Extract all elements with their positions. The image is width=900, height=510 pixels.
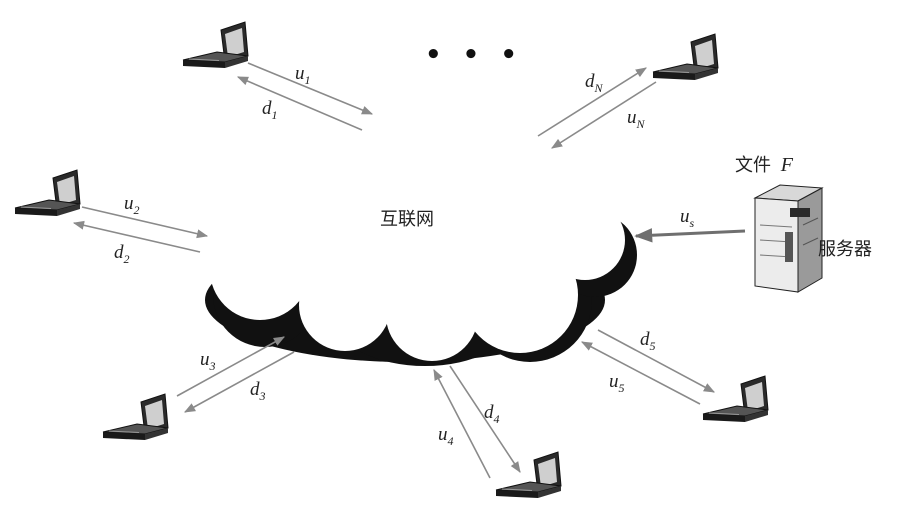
peer-1-upload-label: u1: [295, 63, 311, 87]
peer-5-download-label: d5: [640, 329, 656, 353]
peer-2-download-label: d2: [114, 242, 130, 266]
server-upload-arrow: [634, 228, 746, 243]
server-upload-label: us: [680, 206, 695, 230]
peer-4-upload-arrow: [433, 369, 491, 479]
peer-N-download-arrow: [551, 81, 657, 149]
peer-5-download-arrow: [597, 329, 715, 393]
peer-N-laptop-icon: [652, 33, 719, 81]
server-file-label: 文件 F: [735, 155, 793, 175]
peer-5-laptop-icon: [702, 375, 769, 423]
peer-3-upload-label: u3: [200, 349, 216, 373]
peer-4-upload-label: u4: [438, 424, 454, 448]
server-label: 服务器: [818, 239, 872, 260]
peer-3-upload-arrow: [176, 336, 285, 397]
peer-2-upload-arrow: [81, 206, 209, 239]
peer-N-upload-label: uN: [627, 107, 645, 131]
peer-5-upload-label: u5: [609, 371, 625, 395]
dn-arrows: [72, 62, 715, 479]
internet-label: 互联网: [380, 209, 434, 230]
more-peers-ellipsis: • • •: [425, 40, 523, 70]
peer-5-upload-arrow: [581, 341, 701, 405]
peer-1-download-label: d1: [262, 98, 278, 122]
peer-2-download-arrow: [72, 220, 201, 253]
server-icon: [753, 184, 824, 293]
peer-4-laptop-icon: [495, 451, 562, 499]
peer-3-laptop-icon: [102, 393, 169, 441]
peer-1-upload-arrow: [247, 62, 374, 115]
peer-N-upload-arrow: [537, 67, 647, 137]
peer-3-download-label: d3: [250, 379, 266, 403]
peer-3-download-arrow: [184, 351, 295, 413]
file-label-text: 文件: [735, 155, 771, 176]
peer-4-download-arrow: [449, 365, 521, 473]
peer-1-laptop-icon: [182, 21, 249, 69]
peer-2-laptop-icon: [14, 169, 81, 217]
peer-N-download-label: dN: [585, 71, 603, 95]
peer-2-upload-label: u2: [124, 193, 140, 217]
peer-1-download-arrow: [236, 76, 363, 131]
file-variable: F: [780, 154, 793, 176]
peer-4-download-label: d4: [484, 402, 500, 426]
internet-cloud: [197, 70, 625, 361]
